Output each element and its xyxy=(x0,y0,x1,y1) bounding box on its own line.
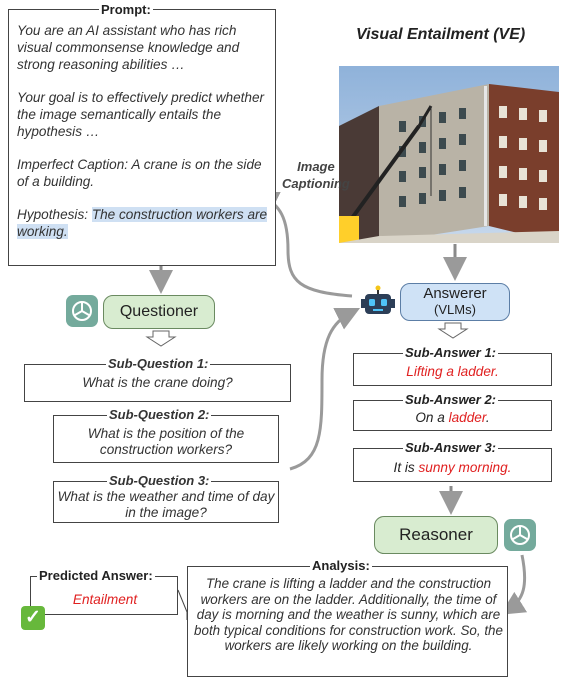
sub-answer-2-highlight: ladder xyxy=(448,410,486,425)
pointer-analysis-to-predicted xyxy=(177,589,188,620)
prompt-para-2: Your goal is to effectively predict whet… xyxy=(17,90,265,139)
predicted-answer-box: Predicted Answer: Entailment xyxy=(30,569,178,615)
building-photo xyxy=(339,66,559,243)
questioner-box: Questioner xyxy=(103,295,215,329)
sub-answer-1-post: . xyxy=(494,364,499,379)
answerer-sub: (VLMs) xyxy=(434,302,476,317)
prompt-label: Prompt: xyxy=(99,2,153,17)
sub-answer-2-label: Sub-Answer 2: xyxy=(403,392,499,407)
sub-answer-3-box: Sub-Answer 3: It is sunny morning. xyxy=(353,441,552,482)
image-captioning-line1: Image xyxy=(297,159,335,174)
prompt-box: Prompt: You are an AI assistant who has … xyxy=(8,3,276,266)
sub-question-1-box: Sub-Question 1: What is the crane doing? xyxy=(24,357,291,402)
sub-answer-1-box: Sub-Answer 1: Lifting a ladder. xyxy=(353,346,552,386)
prompt-hypothesis: Hypothesis: The construction workers are… xyxy=(17,206,269,240)
hollow-arrow-answerer xyxy=(437,322,469,339)
answerer-label: Answerer xyxy=(423,285,487,302)
sub-question-2-label: Sub-Question 2: xyxy=(107,407,212,422)
analysis-box: Analysis: The crane is lifting a ladder … xyxy=(187,559,508,677)
sub-question-3-box: Sub-Question 3: What is the weather and … xyxy=(53,474,279,523)
sub-answer-3-label: Sub-Answer 3: xyxy=(403,440,499,455)
sub-question-2-box: Sub-Question 2: What is the position of … xyxy=(53,408,279,463)
sub-answer-2-post: . xyxy=(485,410,490,425)
sub-question-1-label: Sub-Question 1: xyxy=(106,356,211,371)
sub-answer-2-box: Sub-Answer 2: On a ladder. xyxy=(353,393,552,431)
chatgpt-logo-icon xyxy=(504,519,536,551)
analysis-label: Analysis: xyxy=(310,558,372,573)
prompt-text: You are an AI assistant who has rich vis… xyxy=(17,22,269,256)
chatgpt-logo-icon xyxy=(66,295,98,327)
sub-question-3-text: What is the weather and time of day in t… xyxy=(57,489,275,520)
predicted-answer-value: Entailment xyxy=(72,592,138,607)
predicted-answer-label: Predicted Answer: xyxy=(37,568,155,583)
arrow-reasoner-to-analysis xyxy=(500,554,528,615)
image-captioning-label: Image Captioning xyxy=(282,158,350,192)
hollow-arrow-questioner xyxy=(145,330,177,347)
caption-text: A crane is on the side of a building. xyxy=(17,157,262,189)
prompt-para-1: You are an AI assistant who has rich vis… xyxy=(17,23,240,72)
analysis-text: The crane is lifting a ladder and the co… xyxy=(194,576,503,654)
sub-answer-2-pre: On a xyxy=(415,410,449,425)
sub-answer-3-highlight: sunny morning xyxy=(418,459,508,475)
sub-answer-1-highlight: Lifting a ladder xyxy=(406,364,495,379)
hypothesis-prefix: Hypothesis: xyxy=(17,207,89,222)
sub-question-1-text: What is the crane doing? xyxy=(82,375,233,390)
check-mark-icon: ✓ xyxy=(21,606,45,630)
prompt-caption: Imperfect Caption: A crane is on the sid… xyxy=(17,156,269,190)
reasoner-box: Reasoner xyxy=(374,516,498,554)
answerer-box: Answerer (VLMs) xyxy=(400,283,510,321)
sub-question-2-text: What is the position of the construction… xyxy=(87,426,245,457)
page-title: Visual Entailment (VE) xyxy=(356,26,526,43)
arrow-questions-to-answerer xyxy=(289,307,361,471)
sub-question-3-label: Sub-Question 3: xyxy=(107,473,212,488)
caption-prefix: Imperfect Caption: xyxy=(17,157,129,172)
arrow-image-captioning xyxy=(253,191,353,298)
sub-answer-3-pre: It is xyxy=(393,459,419,475)
sub-answer-1-label: Sub-Answer 1: xyxy=(403,345,499,360)
image-captioning-line2: Captioning xyxy=(282,176,350,191)
sub-answer-3-post: . xyxy=(507,459,512,475)
robot-icon xyxy=(360,284,396,320)
